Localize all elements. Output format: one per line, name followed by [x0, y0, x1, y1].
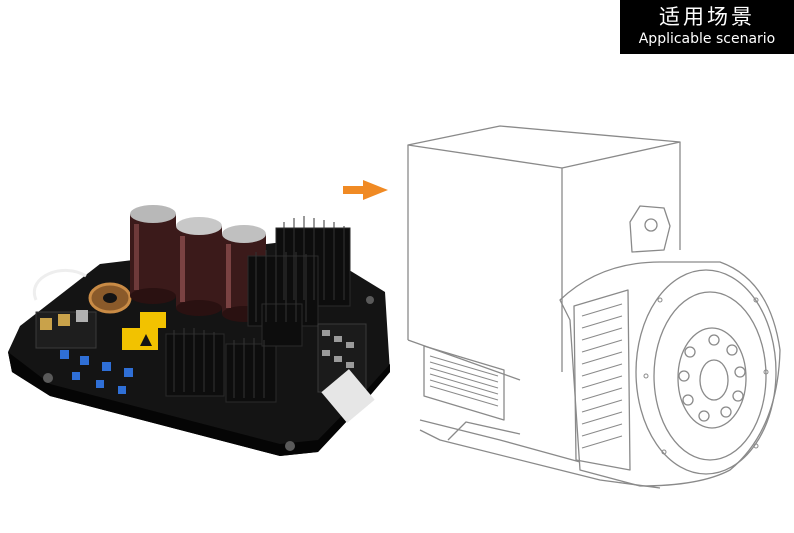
generator-line-drawing [407, 125, 781, 489]
section-title-box: 适用场景 Applicable scenario [620, 0, 794, 54]
section-title-cn: 适用场景 [659, 5, 755, 29]
avr-board-photo [8, 205, 390, 456]
arrow-right-icon [343, 180, 388, 200]
section-title-en: Applicable scenario [638, 31, 776, 47]
